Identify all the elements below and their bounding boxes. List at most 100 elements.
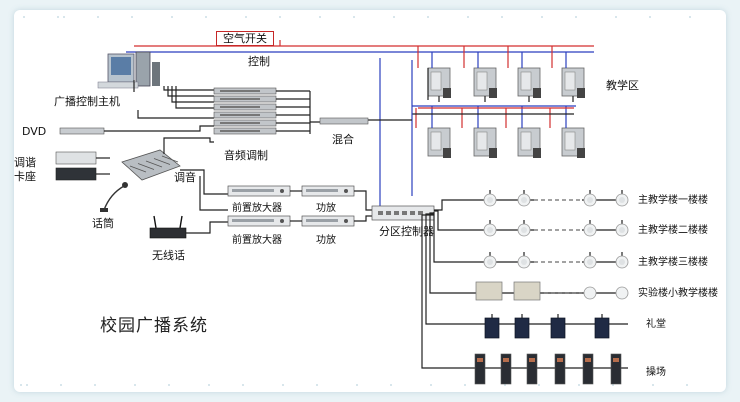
column-speaker-icon <box>554 353 566 385</box>
ceiling-ring <box>583 286 597 300</box>
rack-unit-icon <box>213 127 277 135</box>
column-body <box>474 353 486 385</box>
audio-matrix-label: 音频调制 <box>224 149 268 162</box>
column-speaker-icon <box>610 353 622 385</box>
ceiling-cone <box>619 227 625 233</box>
mix-label: 混合 <box>332 133 354 146</box>
rack-strip <box>220 90 260 92</box>
amp-to-zone <box>354 215 372 222</box>
bg-dot <box>23 16 25 18</box>
bg-dot <box>467 16 469 18</box>
zone-5-label: 礼堂 <box>646 319 666 330</box>
column-speaker-icon <box>484 317 500 339</box>
column-body <box>594 317 610 339</box>
unit-strip <box>232 219 274 222</box>
ceiling-cone <box>587 227 593 233</box>
bg-dot <box>390 384 392 386</box>
bg-dot <box>282 384 284 386</box>
tower <box>135 51 151 87</box>
rack-unit-icon <box>213 119 277 127</box>
rack-unit-icon <box>301 185 355 197</box>
speaker <box>152 62 160 86</box>
fader <box>145 160 163 168</box>
zone-1-label: 主教学楼一楼楼 <box>638 195 708 206</box>
speaker-panel <box>430 71 442 91</box>
preamp-2-label: 前置放大器 <box>232 235 282 246</box>
column-body <box>610 353 622 385</box>
host-wire <box>137 110 214 119</box>
zone-2-label: 主教学楼二楼楼 <box>638 225 708 236</box>
wall-speaker-icon <box>473 67 497 98</box>
column-speaker-icon <box>500 353 512 385</box>
column-body <box>582 353 594 385</box>
zone-4-label: 实验楼小教学楼楼 <box>638 288 718 299</box>
antenna <box>179 215 183 229</box>
bg-dot <box>575 16 577 18</box>
unit-knob <box>344 189 348 193</box>
amp-to-zone <box>354 190 372 211</box>
zone-led <box>378 211 383 215</box>
bg-dot <box>578 384 580 386</box>
rack-unit-icon <box>227 215 291 227</box>
bg-dot <box>652 384 654 386</box>
bg-dot <box>689 16 691 18</box>
host-to-rack <box>167 86 214 97</box>
column-speaker-icon <box>526 353 538 385</box>
ceiling-speaker-icon <box>583 223 597 237</box>
air-switch-label: 空气开关 <box>216 31 274 46</box>
column-body <box>550 317 566 339</box>
tuner-label: 调谐 卡座 <box>14 156 36 183</box>
mic-head <box>122 182 128 188</box>
fader <box>161 155 179 163</box>
ceiling-cone <box>521 227 527 233</box>
ceiling-speaker-icon <box>483 193 497 207</box>
fader <box>153 158 171 165</box>
amp-1-label: 功放 <box>316 203 336 214</box>
wall-speaker-icon <box>513 281 541 301</box>
rack-unit-icon <box>213 103 277 111</box>
column-trim <box>585 358 591 362</box>
unit-knob <box>344 219 348 223</box>
screen <box>111 57 131 75</box>
console-to-preamp1 <box>180 169 228 195</box>
wall-speaker-icon <box>561 127 585 158</box>
speaker-plug <box>533 88 541 98</box>
bg-dot <box>134 384 136 386</box>
bg-dot <box>97 16 99 18</box>
rack-strip <box>220 106 260 108</box>
zone-led <box>402 211 407 215</box>
speaker-plug <box>577 148 585 158</box>
rack-unit-icon <box>213 95 277 103</box>
zone-bus <box>434 210 628 231</box>
wall-speaker-icon <box>517 67 541 98</box>
ceiling-speaker-icon <box>517 255 531 269</box>
wall-speaker-icon <box>427 67 451 98</box>
speaker-panel <box>564 131 576 151</box>
bg-dot <box>356 384 358 386</box>
host-label: 广播控制主机 <box>54 95 120 108</box>
ceiling-speaker-icon <box>615 255 629 269</box>
rack-strip <box>220 114 260 116</box>
ceiling-speaker-icon <box>517 223 531 237</box>
diagram-title: 校园广播系统 <box>100 316 208 336</box>
ceiling-speaker-icon <box>583 255 597 269</box>
zone-controller-label: 分区控制器 <box>379 225 434 238</box>
speaker-plug <box>489 88 497 98</box>
computer-tower-icon <box>97 51 160 89</box>
rack-strip <box>220 98 260 100</box>
unit-knob <box>280 219 284 223</box>
preamp-1-label: 前置放大器 <box>232 203 282 214</box>
column-speaker-icon <box>514 317 530 339</box>
control-label: 控制 <box>248 55 270 68</box>
wireless-to-preamp2 <box>186 221 228 234</box>
bg-dot <box>57 16 59 18</box>
rack-unit-icon <box>213 111 277 119</box>
host-to-rack <box>175 86 214 109</box>
wireless-mic-label: 无线话 <box>152 249 185 262</box>
rack-unit-icon <box>319 117 369 125</box>
bg-dot <box>171 16 173 18</box>
deck-unit <box>55 167 97 181</box>
column-body <box>484 317 500 339</box>
host-to-rack <box>163 86 214 91</box>
unit-strip <box>232 189 274 192</box>
